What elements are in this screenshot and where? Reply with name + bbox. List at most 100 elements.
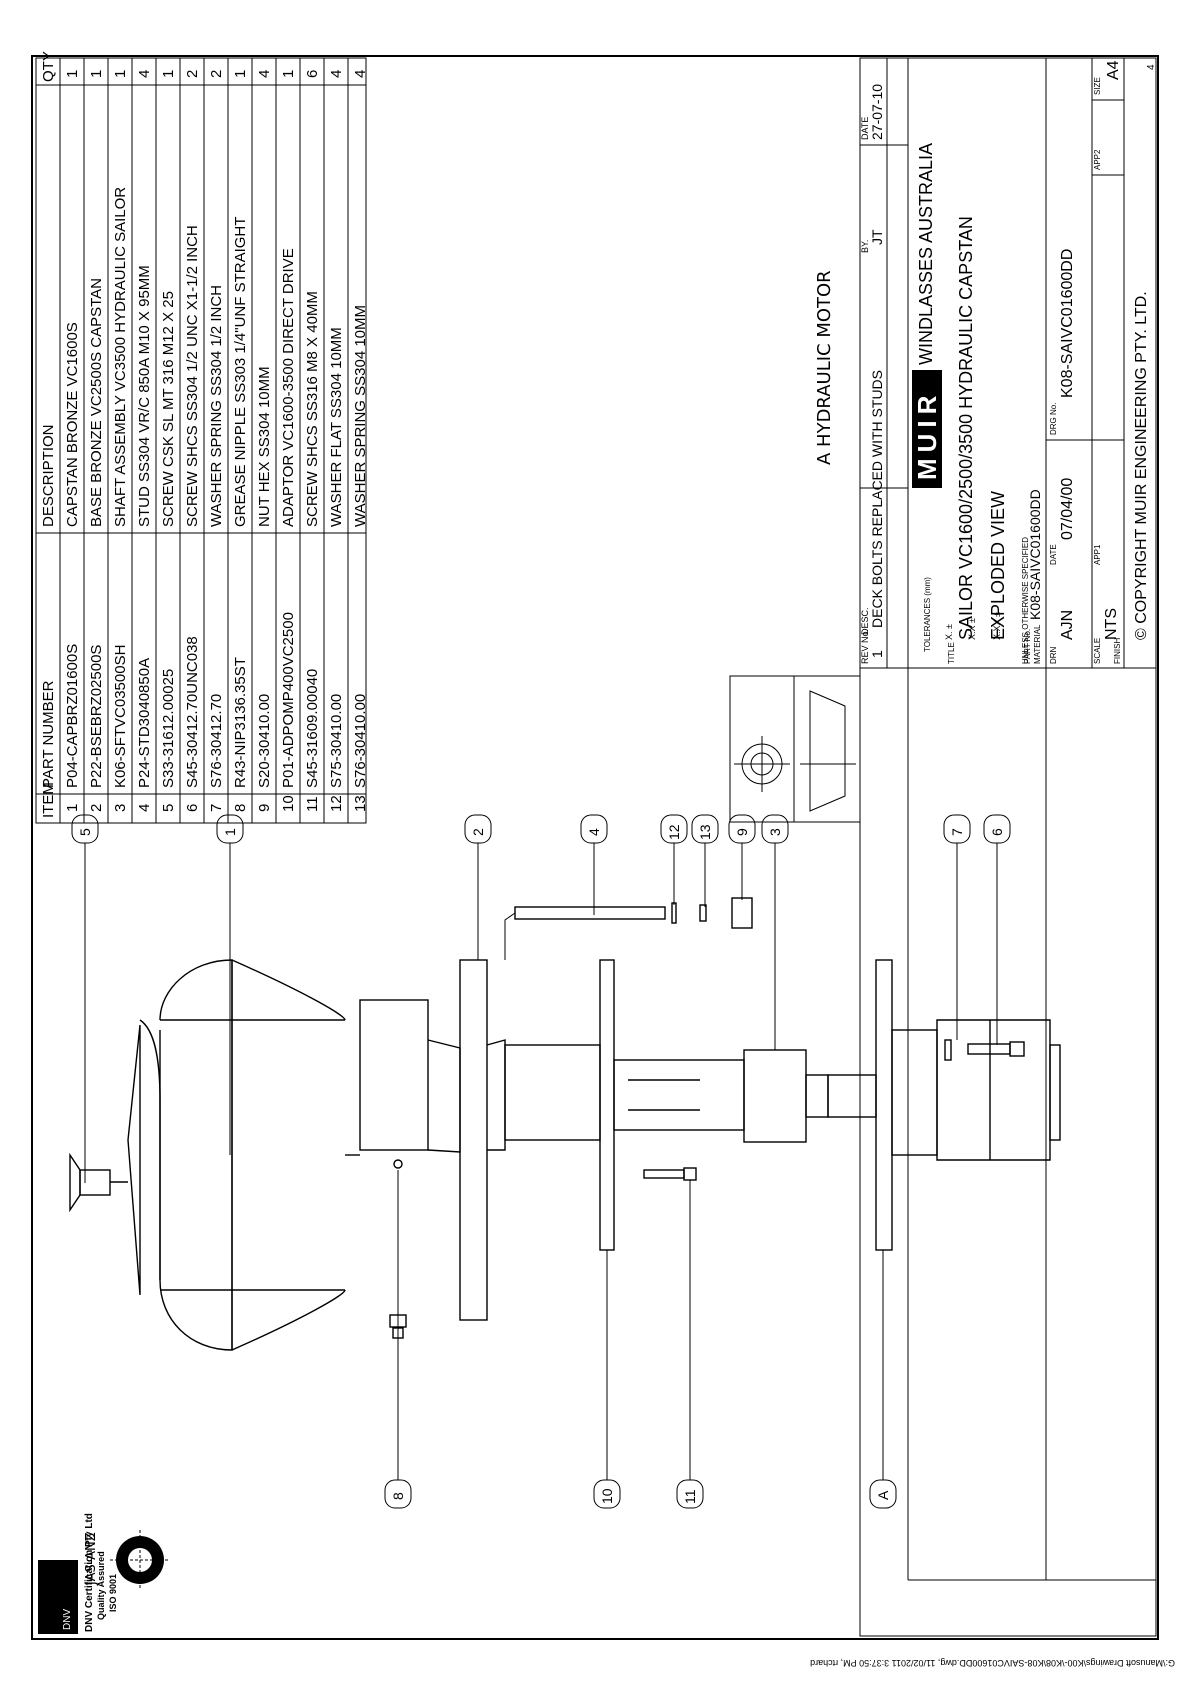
screw-item-11 <box>643 1167 697 1181</box>
bom-qty: 2 <box>208 70 225 78</box>
bom-description: BASE BRONZE VC2500S CAPSTAN <box>88 278 105 527</box>
bom-part-number: S75-30410.00 <box>328 694 345 788</box>
bom-part-number: S45-31609.00040 <box>304 669 321 788</box>
bom-header-qty: QTY <box>40 51 57 82</box>
by-label: BY. <box>860 240 870 253</box>
balloon-10: 10 <box>593 1479 621 1509</box>
bom-item: 7 <box>208 804 225 812</box>
bom-description: WASHER SPRING SS304 1/2 INCH <box>208 285 225 527</box>
date2-label: DATE <box>1049 544 1058 565</box>
bom-qty: 1 <box>112 70 129 78</box>
svg-text:4: 4 <box>586 828 602 836</box>
bom-description: ADAPTOR VC1600-3500 DIRECT DRIVE <box>280 248 297 527</box>
part-number: K08-SAIVC01600DD <box>1027 489 1043 620</box>
svg-text:10: 10 <box>599 1488 615 1504</box>
tolerances-label: TOLERANCES (mm) <box>923 577 932 652</box>
svg-text:7: 7 <box>949 828 965 836</box>
washer-item-7 <box>944 1039 952 1061</box>
bom-text: ITEM PART NUMBER DESCRIPTION QTY 1P04-CA… <box>40 51 369 818</box>
size-label: SIZE <box>1093 77 1102 95</box>
adaptor-item-10 <box>504 959 745 1251</box>
drg-label: DRG No. <box>1049 403 1058 435</box>
balloon-2: 2 <box>464 814 492 844</box>
bom-header-desc: DESCRIPTION <box>40 424 57 527</box>
balloons: 5 1 2 4 12 13 9 3 7 6 8 10 11 A <box>71 814 1011 1509</box>
bom-description: CAPSTAN BRONZE VC1600S <box>64 322 81 527</box>
bom-item: 10 <box>280 795 297 812</box>
svg-text:MUIR: MUIR <box>912 390 942 480</box>
bom-qty: 1 <box>280 70 297 78</box>
bom-description: WASHER SPRING SS304 10MM <box>352 305 369 527</box>
balloon-1: 1 <box>216 814 244 844</box>
cert-line2: Quality Assured <box>96 1551 106 1620</box>
projection-symbol <box>729 675 861 823</box>
bom-description: SCREW SHCS SS316 M8 X 40MM <box>304 291 321 527</box>
svg-text:11: 11 <box>682 1489 698 1504</box>
drg-number: K08-SAIVC01600DD <box>1059 249 1076 398</box>
base-item-2 <box>359 959 506 1321</box>
bom-part-number: P01-ADPOMP400VC2500 <box>280 612 297 788</box>
material-label: MATERIAL <box>1033 624 1042 664</box>
copyright: © COPYRIGHT MUIR ENGINEERING PTY. LTD. <box>1133 291 1150 640</box>
cert-line3: ISO 9001 <box>108 1574 118 1612</box>
leader-lines <box>84 843 998 1480</box>
muir-logo: MUIR <box>912 370 942 488</box>
svg-text:DNV: DNV <box>62 1609 73 1630</box>
balloon-7: 7 <box>943 814 971 844</box>
bom-part-number: S76-30410.00 <box>352 694 369 788</box>
stud-item-4 <box>514 906 666 920</box>
bom-description: SCREW CSK SL MT 316 M12 X 25 <box>160 291 177 527</box>
bom-item: 11 <box>304 796 321 812</box>
finish-label: FINISH <box>1113 638 1122 664</box>
bom-item: 1 <box>64 804 81 812</box>
bom-description: WASHER FLAT SS304 10MM <box>328 327 345 527</box>
size-value: A4 <box>1105 60 1122 80</box>
tol-x: X. ± <box>944 624 954 640</box>
shaft-item-3 <box>743 1049 829 1143</box>
bom-item: 4 <box>136 804 153 812</box>
svg-text:13: 13 <box>697 824 713 840</box>
bom-part-number: P04-CAPBRZ01600S <box>64 644 81 788</box>
scale-value: NTS <box>1103 608 1120 640</box>
bom-qty: 1 <box>232 70 249 78</box>
bom-part-number: S45-30412.70UNC038 <box>184 636 201 788</box>
bom-part-number: P24-STD3040850A <box>136 658 153 788</box>
company-name: WINDLASSES AUSTRALIA <box>916 143 936 365</box>
scale-label: SCALE <box>1093 638 1102 664</box>
draw-date: 07/04/00 <box>1059 478 1076 540</box>
bom-item: 13 <box>352 795 369 812</box>
balloon-12: 12 <box>660 814 688 844</box>
part-label: PART No. <box>1023 629 1032 664</box>
rev-label: REV No. <box>860 629 870 664</box>
bom-item: 9 <box>256 804 273 812</box>
bom-item: 12 <box>328 795 345 812</box>
drawing-title-line1: SAILOR VC1600/2500/3500 HYDRAULIC CAPSTA… <box>956 216 976 640</box>
bom-qty: 1 <box>160 70 177 78</box>
bom-qty: 1 <box>88 70 105 78</box>
bom-qty: 4 <box>352 70 369 78</box>
balloon-5: 5 <box>71 814 99 844</box>
svg-text:A: A <box>875 1490 891 1500</box>
balloon-A: A <box>869 1479 897 1509</box>
bom-part-number: K06-SFTVC03500SH <box>112 645 129 788</box>
bom-description: SCREW SHCS SS304 1/2 UNC X1-1/2 INCH <box>184 225 201 527</box>
title-block <box>859 57 1157 1637</box>
bom-part-number: R43-NIP3136.35ST <box>232 657 249 788</box>
desc-label: DESC. <box>860 607 870 635</box>
bom-item: 5 <box>160 804 177 812</box>
svg-text:8: 8 <box>390 1492 406 1500</box>
screw-item-6 <box>967 1041 1025 1057</box>
rev-date: 27-07-10 <box>869 84 885 140</box>
bom-header-item: ITEM <box>40 782 57 818</box>
balloon-6: 6 <box>983 814 1011 844</box>
app2-label: APP2 <box>1093 149 1102 170</box>
unless-label: UNLESS OTHERWISE SPECIFIED <box>1021 537 1030 664</box>
rev-desc: DECK BOLTS REPLACED WITH STUDS <box>869 370 885 628</box>
bom-part-number: P22-BSEBRZ02500S <box>88 645 105 788</box>
drawing-title-line2: EXPLODED VIEW <box>988 491 1008 640</box>
exploded-view <box>69 897 1061 1351</box>
svg-text:6: 6 <box>989 828 1005 836</box>
tol-xxx: X.XX ± <box>992 612 1002 640</box>
bom-item: 6 <box>184 804 201 812</box>
jas-anz-text: JAS-ANZ <box>84 1532 99 1586</box>
